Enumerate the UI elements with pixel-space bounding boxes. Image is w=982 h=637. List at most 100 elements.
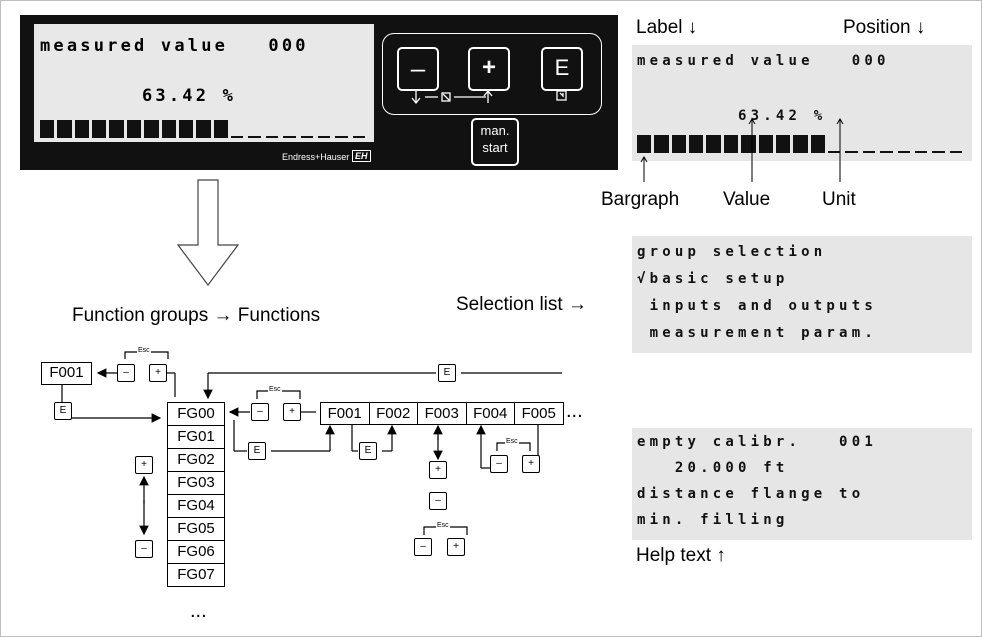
function-f005[interactable]: F005 — [514, 402, 564, 425]
function-group-fg00[interactable]: FG00 — [167, 402, 225, 426]
plus-key[interactable]: + — [468, 47, 510, 91]
selection-list-line: group selection — [637, 244, 827, 260]
minus-button-2[interactable]: – — [251, 403, 269, 421]
plus-button-2[interactable]: + — [283, 403, 301, 421]
help-text-line: distance flange to — [637, 486, 865, 502]
minus-button-f004[interactable]: – — [490, 455, 508, 473]
esc-label-1: Esc — [137, 347, 151, 354]
selection-list-line: √basic setup — [637, 271, 789, 287]
help-text-line: min. filling — [637, 512, 789, 528]
bargraph-segment-empty — [949, 151, 962, 153]
minus-button-f003[interactable]: – — [429, 492, 447, 510]
value-label: Value — [723, 189, 771, 210]
function-f001[interactable]: F001 — [320, 402, 370, 425]
function-group-fg07[interactable]: FG07 — [167, 563, 225, 587]
bargraph-segment-empty — [914, 151, 928, 153]
bargraph-segment-empty — [897, 151, 910, 153]
bargraph-segment-empty — [880, 151, 893, 153]
selection-list-line: inputs and outputs — [637, 298, 877, 314]
bargraph-segment-filled — [40, 120, 55, 138]
bargraph-segment-filled — [213, 120, 229, 138]
plus-button-f004[interactable]: + — [522, 455, 540, 473]
enter-key[interactable]: E — [541, 47, 583, 91]
bargraph-segment-empty — [828, 151, 841, 153]
function-group-fg05[interactable]: FG05 — [167, 517, 225, 541]
minus-key[interactable]: – — [397, 47, 439, 91]
selection-list-panel — [632, 236, 972, 353]
function-f002[interactable]: F002 — [368, 402, 418, 425]
bargraph-segment-empty — [317, 136, 331, 138]
bargraph-segment-filled — [654, 135, 669, 153]
bargraph-segment-empty — [231, 136, 244, 138]
man-start-line1: man. — [480, 123, 510, 138]
bargraph-segment-filled — [144, 120, 159, 138]
minus-button-left[interactable]: – — [135, 540, 153, 558]
plus-button-f003[interactable]: + — [429, 461, 447, 479]
functions-more: ... — [566, 400, 583, 422]
bargraph-segment-filled — [723, 135, 739, 153]
bargraph-segment-empty — [845, 151, 858, 153]
plus-button-esc-f003[interactable]: + — [447, 538, 465, 556]
bargraph-segment-filled — [671, 135, 687, 153]
bargraph-segment-filled — [178, 120, 194, 138]
help-text-line: empty calibr. 001 — [637, 434, 877, 450]
esc-label-4: Esc — [505, 438, 519, 445]
bargraph-segment-filled — [637, 135, 652, 153]
function-groups-heading: Function groups → Functions — [72, 305, 321, 326]
annotated-bargraph — [637, 135, 967, 153]
bargraph-segment-filled — [689, 135, 704, 153]
man-start-key[interactable]: man. start — [471, 118, 519, 166]
selection-list-line: measurement param. — [637, 325, 877, 341]
bargraph-segment-empty — [248, 136, 261, 138]
bargraph-segment-filled — [57, 120, 72, 138]
e-button-1[interactable]: E — [54, 402, 72, 420]
unit-label: Unit — [822, 189, 856, 210]
function-group-fg02[interactable]: FG02 — [167, 448, 225, 472]
function-group-fg06[interactable]: FG06 — [167, 540, 225, 564]
device-lcd-value: 63.42 % — [142, 86, 237, 106]
function-f004[interactable]: F004 — [465, 402, 515, 425]
f001-start-box[interactable]: F001 — [41, 362, 92, 385]
plus-button-left[interactable]: + — [135, 456, 153, 474]
e-button-3[interactable]: E — [359, 442, 377, 460]
function-f003[interactable]: F003 — [417, 402, 467, 425]
bargraph-segment-filled — [793, 135, 808, 153]
function-group-fg04[interactable]: FG04 — [167, 494, 225, 518]
position-caption: Position ↓ — [843, 17, 926, 38]
help-text-line: 20.000 ft — [637, 460, 789, 476]
bargraph-segment-filled — [196, 120, 211, 138]
bargraph-segment-filled — [706, 135, 721, 153]
bargraph-segment-filled — [109, 120, 124, 138]
bargraph-segment-empty — [265, 136, 279, 138]
bargraph-segment-empty — [300, 136, 313, 138]
function-groups-more: ... — [190, 600, 207, 622]
e-button-top[interactable]: E — [438, 364, 456, 382]
bargraph-segment-filled — [126, 120, 142, 138]
bargraph-segment-empty — [862, 151, 876, 153]
bargraph-segment-empty — [335, 136, 348, 138]
e-button-2[interactable]: E — [248, 442, 266, 460]
bargraph-segment-filled — [161, 120, 176, 138]
help-text-caption: Help text ↑ — [636, 545, 726, 566]
bargraph-label: Bargraph — [601, 189, 680, 210]
bargraph-segment-filled — [92, 120, 107, 138]
man-start-line2: start — [482, 140, 508, 155]
minus-button-esc-f003[interactable]: – — [414, 538, 432, 556]
esc-label-3: Esc — [436, 522, 450, 529]
device-bargraph — [40, 120, 370, 138]
selection-list-caption: Selection list → — [456, 294, 587, 315]
minus-button-1[interactable]: – — [117, 364, 135, 382]
annotated-line1: measured value 000 — [637, 53, 890, 69]
bargraph-segment-filled — [74, 120, 90, 138]
function-group-fg01[interactable]: FG01 — [167, 425, 225, 449]
keypad-frame — [382, 33, 602, 115]
plus-button-1[interactable]: + — [149, 364, 167, 382]
brand-text: Endress+Hauser — [282, 152, 350, 162]
bargraph-segment-filled — [810, 135, 826, 153]
function-group-fg03[interactable]: FG03 — [167, 471, 225, 495]
bargraph-segment-filled — [758, 135, 773, 153]
